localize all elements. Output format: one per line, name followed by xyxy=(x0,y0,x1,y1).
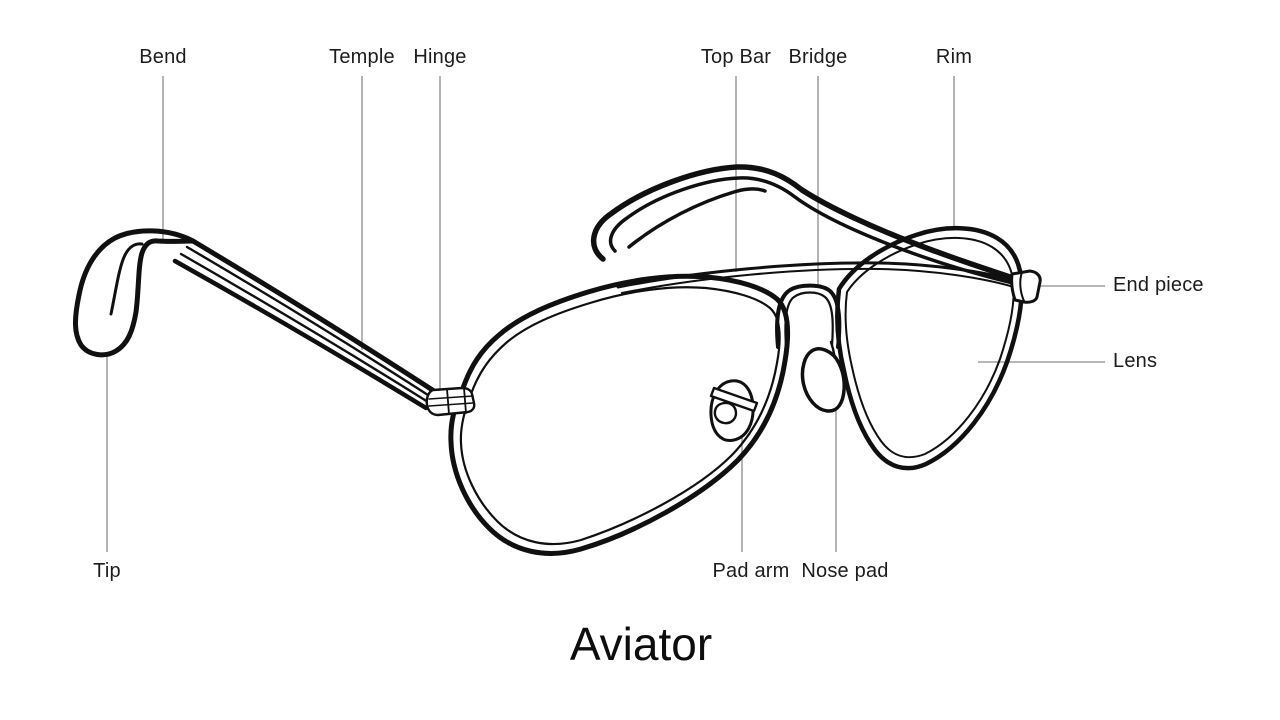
nose-pad-shape xyxy=(800,347,846,413)
label-bridge: Bridge xyxy=(788,46,848,68)
pad-arm-screw-blob xyxy=(713,401,738,425)
left-temple-arm xyxy=(172,238,437,411)
right-lens-rim xyxy=(835,226,1024,471)
glasses-line-art xyxy=(73,164,1042,556)
right-lens-inner-edge xyxy=(844,236,1015,459)
label-temple: Temple xyxy=(329,46,395,68)
label-nose-pad: Nose pad xyxy=(801,560,889,582)
leader-lines xyxy=(106,76,1105,552)
left-lens-inner-edge xyxy=(459,286,781,546)
end-piece-shape xyxy=(1010,269,1042,304)
right-lens xyxy=(835,226,1024,471)
label-bend: Bend xyxy=(139,46,187,68)
far-temple-tip-line xyxy=(627,187,767,249)
temple-tip-channel-line xyxy=(109,242,144,316)
pad-arm-bar xyxy=(709,386,759,413)
label-top-bar: Top Bar xyxy=(700,46,772,68)
label-pad-arm: Pad arm xyxy=(712,560,790,582)
far-temple xyxy=(590,164,1019,285)
page-title: Aviator xyxy=(569,618,713,670)
label-end-piece: End piece xyxy=(1113,274,1204,296)
hinge-block xyxy=(425,386,476,417)
pad-arm-assembly xyxy=(709,379,759,442)
left-lens-rim xyxy=(448,273,791,556)
label-hinge: Hinge xyxy=(413,46,467,68)
left-temple-tip xyxy=(73,228,196,358)
label-lens: Lens xyxy=(1113,350,1158,372)
label-rim: Rim xyxy=(935,46,973,68)
left-lens xyxy=(448,273,791,556)
label-tip: Tip xyxy=(93,560,121,582)
